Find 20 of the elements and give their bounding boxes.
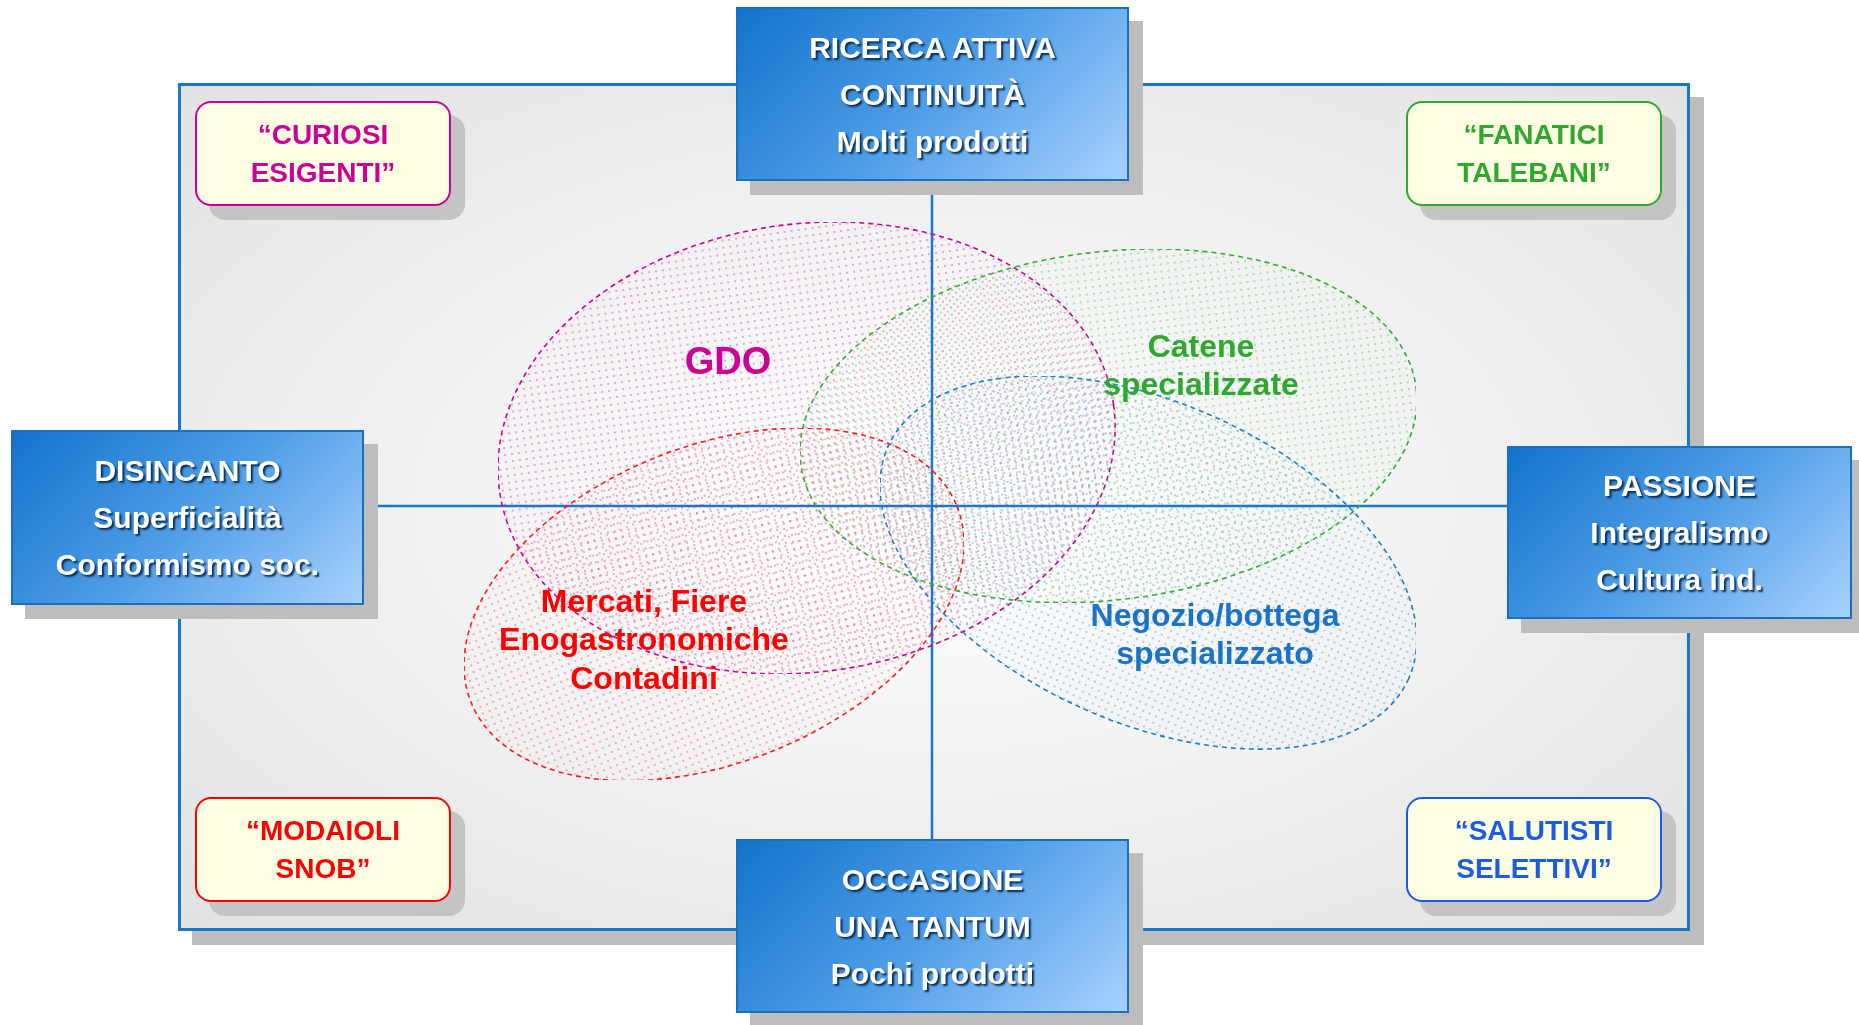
axis-label-text: UNA TANTUM [834,908,1031,945]
channel-name: Catene specializzate [1102,326,1300,404]
segment-name: “MODAIOLI SNOB” [245,813,401,886]
channel-name: Mercati, Fiere Enogastronomiche Contadini [498,582,790,698]
axis-label-text: Cultura ind. [1596,562,1763,598]
axis-label-text: Superficialità [93,500,282,536]
segment-name: “CURIOSI ESIGENTI” [249,117,397,190]
axis-label-text: Pochi prodotti [830,955,1035,992]
axis-label-text: PASSIONE [1603,468,1756,504]
segment-name: “FANATICI TALEBANI” [1456,117,1612,190]
segment-name: “SALUTISTI SELETTIVI” [1453,813,1615,886]
axis-label-text: DISINCANTO [94,453,281,489]
axis-label-text: Integralismo [1590,515,1769,551]
channel-name: GDO [683,339,773,385]
axis-label-text: Molti prodotti [836,123,1029,160]
axis-label-text: OCCASIONE [841,861,1024,898]
axis-label-text: Conformismo soc. [55,547,320,583]
axis-label-text: CONTINUITÀ [840,76,1025,113]
axis-label-text: RICERCA ATTIVA [809,29,1056,66]
channel-name: Negozio/bottega specializzato [1089,595,1341,673]
